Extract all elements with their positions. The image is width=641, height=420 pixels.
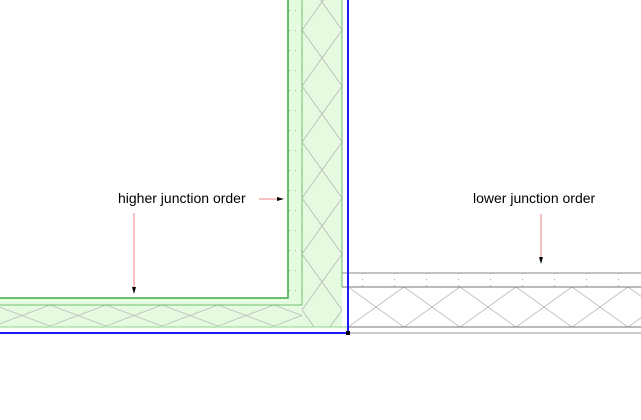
junction-point [346,331,350,335]
arrow-lower-down [539,214,543,264]
lower-order-wall [342,272,641,334]
higher-junction-order-label: higher junction order [118,190,246,206]
lower-junction-order-label: lower junction order [473,190,596,206]
arrow-higher-down [132,213,136,294]
arrow-higher-right [259,197,284,201]
higher-order-wall [0,0,348,328]
